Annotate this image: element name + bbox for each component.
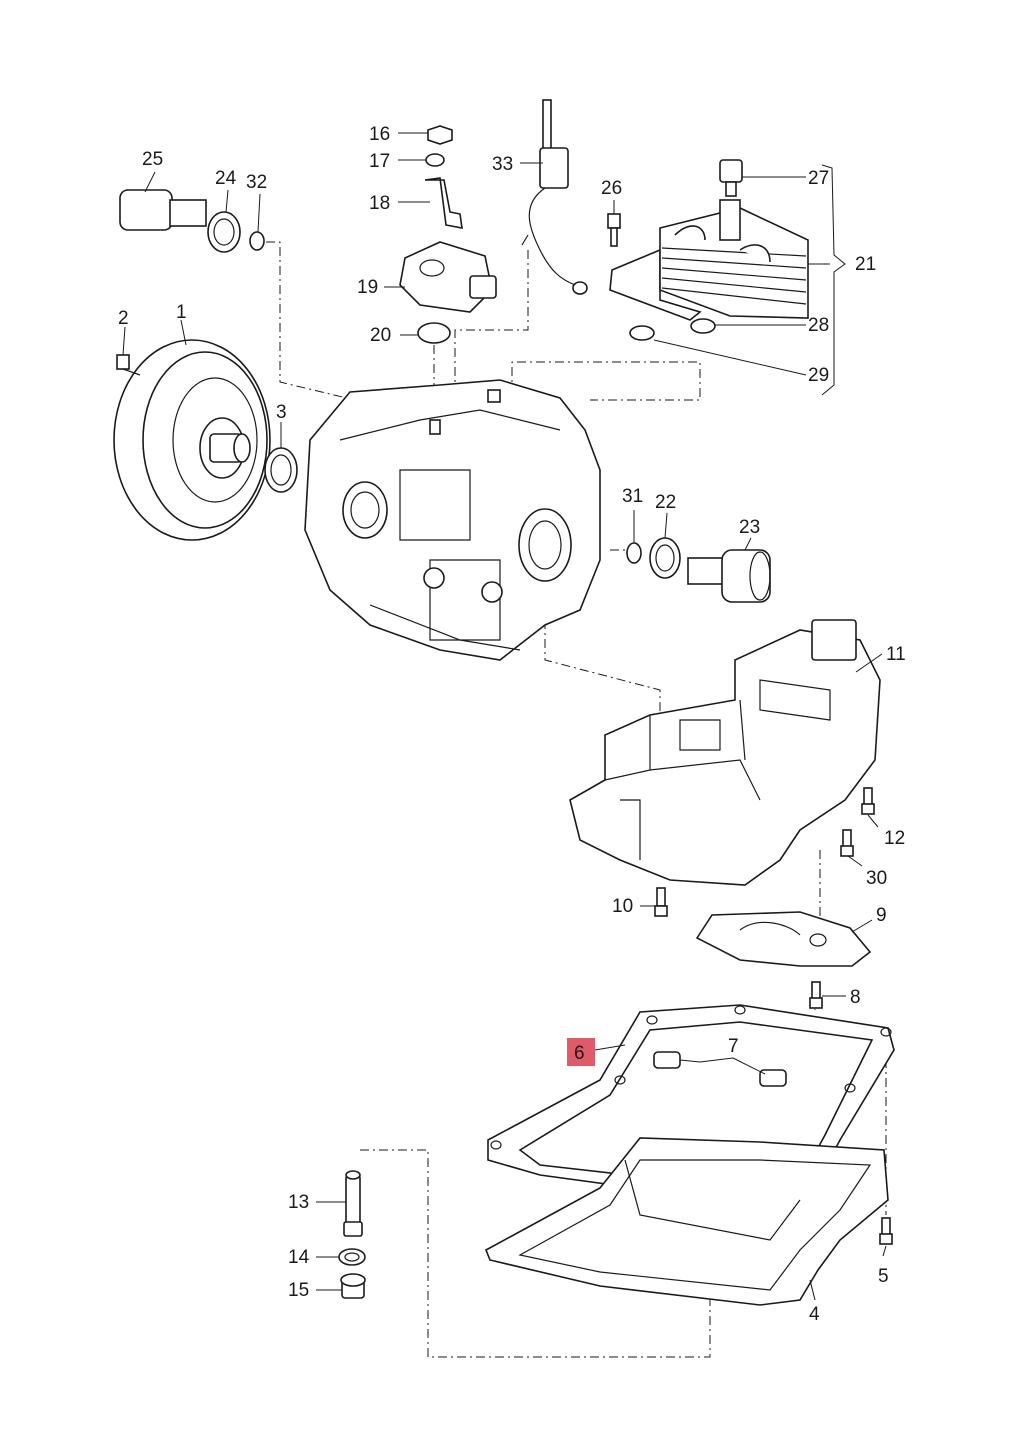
magnet-7-part	[653, 1051, 787, 1087]
oil-pan-4-part	[484, 1137, 889, 1306]
callout-32: 32	[246, 172, 267, 193]
ring-31-part	[626, 542, 642, 564]
callout-33: 33	[492, 154, 513, 175]
bolt-26-part	[607, 213, 621, 247]
callout-2: 2	[118, 308, 129, 329]
leader-lines	[122, 132, 887, 1301]
fitting-27-part	[719, 159, 743, 197]
callout-13: 13	[288, 1192, 309, 1213]
transmission-housing-part	[304, 379, 601, 661]
seal-29-part	[629, 325, 655, 341]
callout-10: 10	[612, 896, 633, 917]
callout-18: 18	[369, 193, 390, 214]
callout-15: 15	[288, 1280, 309, 1301]
oil-cooler-21-part	[609, 199, 809, 321]
flange-shaft-23-part	[687, 549, 771, 603]
callout-24: 24	[215, 168, 237, 189]
callout-8: 8	[850, 987, 861, 1008]
seal-24-part	[207, 211, 241, 253]
nut-16-part	[427, 125, 453, 145]
seal-28-part	[690, 318, 716, 334]
callout-11: 11	[886, 644, 906, 665]
callout-20: 20	[370, 325, 391, 346]
ring-32-part	[249, 231, 265, 251]
callout-19: 19	[357, 277, 378, 298]
highlight-box	[567, 1038, 595, 1066]
callout-labels: 1 2 3 4 5 6 7 8 9 10 11 12 13 14 15 16 1…	[118, 124, 906, 1325]
callout-31: 31	[622, 486, 643, 507]
callout-1: 1	[176, 302, 187, 323]
filter-9-part	[695, 911, 872, 967]
callout-30: 30	[866, 868, 887, 889]
callout-3: 3	[276, 402, 287, 423]
torque-converter-part	[113, 339, 271, 541]
seal-22-part	[649, 537, 681, 579]
callout-16: 16	[369, 124, 390, 145]
valve-body-11-part	[569, 619, 881, 886]
callout-7: 7	[728, 1036, 739, 1057]
callout-22: 22	[655, 492, 676, 513]
callout-23: 23	[739, 517, 760, 538]
callout-26: 26	[601, 178, 622, 199]
callout-6: 6	[574, 1043, 585, 1064]
washer-17-part	[425, 153, 445, 167]
bolt-5-part	[879, 1217, 893, 1245]
callout-17: 17	[369, 151, 390, 172]
callout-12: 12	[884, 828, 905, 849]
dipstick-tube-13-part	[343, 1170, 363, 1237]
bolt-30-part	[840, 829, 854, 857]
callout-21: 21	[855, 254, 876, 275]
callout-9: 9	[876, 905, 887, 926]
callout-27: 27	[808, 168, 829, 189]
bolt-12-part	[861, 787, 875, 815]
callout-5: 5	[878, 1266, 889, 1287]
seal-14-part	[338, 1248, 366, 1266]
callout-4: 4	[809, 1304, 820, 1325]
plug-15-part	[340, 1273, 366, 1299]
callout-14: 14	[288, 1247, 310, 1268]
callout-29: 29	[808, 365, 829, 386]
seal-3-part	[264, 447, 298, 493]
bolt-2-part	[116, 354, 141, 376]
o-ring-20-part	[417, 322, 451, 344]
sensor-cable-33-part	[521, 99, 588, 295]
callout-28: 28	[808, 315, 829, 336]
lever-18-part	[424, 177, 463, 229]
bolt-10-part	[654, 887, 668, 917]
flange-shaft-25-part	[119, 189, 207, 231]
selector-switch-19-part	[399, 241, 497, 313]
callout-25: 25	[142, 149, 163, 170]
bolt-8-part	[809, 981, 823, 1009]
